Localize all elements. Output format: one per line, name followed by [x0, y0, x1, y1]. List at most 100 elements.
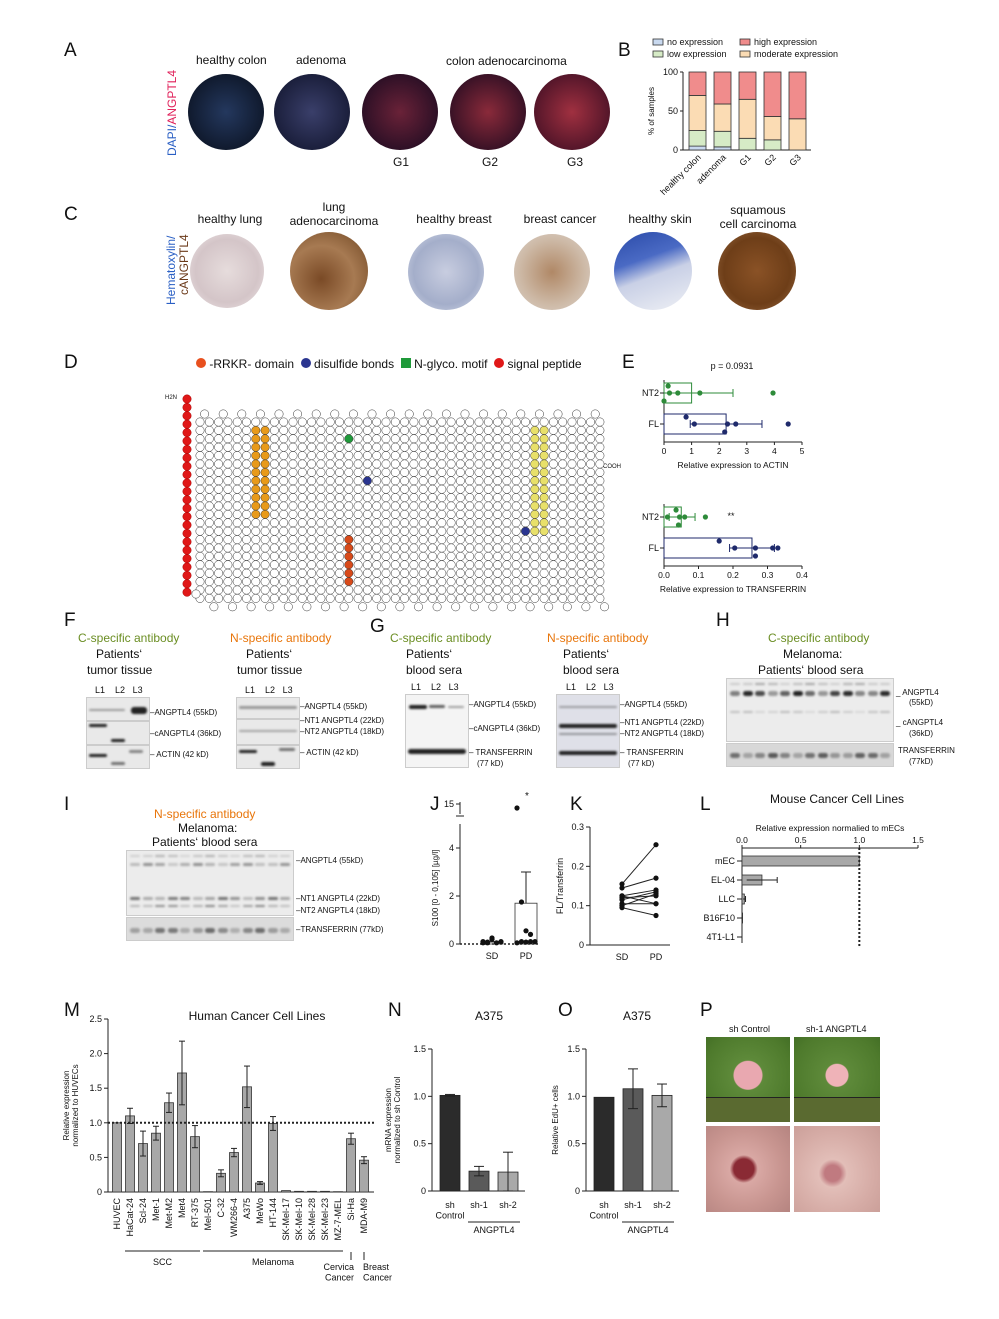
amino-acid-residue [390, 543, 400, 553]
bar-segment-moderate-expression [788, 118, 807, 151]
amino-acid-residue [297, 459, 307, 469]
amino-acid-residue [567, 459, 577, 469]
protein-band [792, 753, 803, 758]
amino-acid-residue [418, 518, 428, 528]
amino-acid-residue [362, 551, 372, 561]
amino-acid-residue [195, 551, 205, 561]
amino-acid-residue [428, 493, 437, 503]
amino-acid-residue [362, 459, 372, 469]
signal-peptide-residue [182, 478, 192, 488]
fluorescence-image-g3 [534, 74, 610, 150]
amino-acid-residue [558, 484, 568, 494]
amino-acid-residue [544, 602, 554, 612]
amino-acid-residue [335, 535, 344, 545]
bar [593, 1096, 615, 1192]
in-situ-photo-sh-control [706, 1126, 790, 1212]
amino-acid-residue [288, 451, 298, 461]
y-tick-label: 2.0 [89, 1049, 102, 1059]
bar-segment-high-expression [788, 71, 807, 120]
amino-acid-residue [493, 585, 503, 595]
amino-acid-residue [516, 409, 526, 419]
amino-acid-residue [548, 551, 558, 561]
lane-l2: L2 [265, 685, 276, 695]
amino-acid-residue [511, 459, 521, 469]
amino-acid-residue [567, 501, 577, 511]
protein-band [155, 863, 165, 866]
amino-acid-residue [437, 459, 447, 469]
amino-acid-residue [214, 459, 224, 469]
amino-acid-residue [548, 476, 558, 486]
amino-acid-residue [455, 501, 465, 511]
amino-acid-residue [548, 425, 558, 435]
amino-acid-residue [362, 476, 372, 486]
data-point [532, 939, 538, 945]
amino-acid-residue [195, 467, 205, 477]
amino-acid-residue [325, 425, 335, 435]
amino-acid-residue [353, 509, 363, 519]
amino-acid-residue [595, 551, 605, 561]
amino-acid-residue [204, 442, 214, 452]
amino-acid-residue [558, 501, 568, 511]
amino-acid-residue [400, 442, 410, 452]
blot-h-angptl4 [726, 678, 894, 742]
amino-acid-residue [237, 409, 247, 419]
chart-title: A375 [623, 1009, 651, 1023]
protein-band [205, 897, 215, 900]
amino-acid-residue [297, 518, 307, 528]
title-colon-adenocarcinoma: colon adenocarcinoma [446, 54, 567, 68]
x-tick-label: PD [650, 952, 663, 962]
amino-acid-residue [511, 585, 521, 595]
y-tick-label: 4 [449, 843, 454, 853]
significance-annotation: ** [727, 511, 735, 521]
amino-acid-residue [288, 560, 298, 570]
amino-acid-residue [409, 434, 419, 444]
x-tick-label: PD [520, 951, 533, 961]
amino-acid-residue [232, 467, 242, 477]
amino-acid-residue [511, 467, 521, 477]
amino-acid-residue [465, 560, 475, 570]
amino-acid-residue [269, 451, 279, 461]
protein-band [130, 928, 140, 933]
amino-acid-residue [232, 442, 242, 452]
amino-acid-residue [548, 484, 558, 494]
x-tick-label: Met-M2 [164, 1198, 174, 1229]
amino-acid-residue [372, 493, 382, 503]
amino-acid-residue [381, 493, 391, 503]
protein-band [780, 691, 790, 696]
protein-band [730, 711, 740, 713]
amino-acid-residue [558, 434, 568, 444]
amino-acid-residue [418, 417, 428, 427]
amino-acid-residue [576, 493, 586, 503]
amino-acid-residue [558, 518, 568, 528]
g-c-lanes: L1 L2 L3 [411, 682, 459, 692]
amino-acid-residue [567, 593, 577, 603]
amino-acid-residue [483, 434, 493, 444]
amino-acid-residue [260, 442, 270, 452]
amino-acid-residue [381, 476, 391, 486]
amino-acid-residue [507, 602, 516, 612]
amino-acid-residue [548, 451, 558, 461]
bar [164, 1102, 174, 1193]
amino-acid-residue [455, 451, 465, 461]
amino-acid-residue [260, 434, 270, 444]
amino-acid-residue [353, 568, 363, 578]
amino-acid-residue [214, 543, 224, 553]
protein-band [830, 753, 840, 758]
amino-acid-residue [214, 509, 224, 519]
amino-acid-residue [242, 451, 251, 461]
protein-band [217, 928, 228, 933]
protein-band [180, 863, 190, 866]
amino-acid-residue [539, 451, 549, 461]
y-tick-label: 0 [449, 939, 454, 949]
amino-acid-residue [530, 568, 540, 578]
amino-acid-residue [400, 577, 410, 587]
amino-acid-residue [409, 518, 419, 528]
legend-swatch [739, 38, 751, 46]
x-tick-label: sh-1 [470, 1200, 488, 1210]
data-point [527, 939, 534, 945]
amino-acid-residue [335, 518, 344, 528]
amino-acid-residue [316, 493, 326, 503]
amino-acid-residue [483, 526, 493, 536]
protein-band [880, 683, 890, 685]
